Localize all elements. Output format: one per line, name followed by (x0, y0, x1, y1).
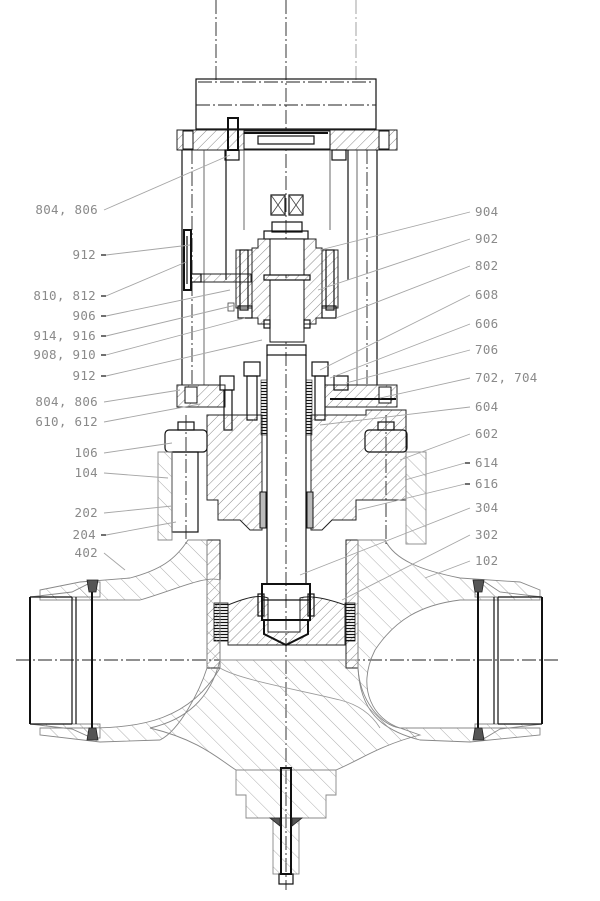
label-604: 604 (475, 399, 498, 414)
label-902: 902 (475, 231, 498, 246)
label-204: 204 (73, 527, 96, 542)
valve-plug (257, 583, 315, 647)
label-606: 606 (475, 316, 498, 331)
drain-nipple (268, 767, 304, 885)
pipe-end-left (29, 579, 101, 741)
label-202: 202 (75, 505, 98, 520)
actuator-mount-block (195, 78, 377, 130)
label-102: 102 (475, 553, 498, 568)
label-104: 104 (75, 465, 98, 480)
gland-bolts (243, 361, 329, 436)
pipe-end-right (472, 579, 543, 741)
label-804-806-lower: 804, 806 (35, 394, 98, 409)
label-702-704: 702, 704 (475, 370, 538, 385)
label-602: 602 (475, 426, 498, 441)
label-106: 106 (75, 445, 98, 460)
label-610-612: 610, 612 (35, 414, 98, 429)
cage (206, 539, 359, 669)
label-904: 904 (475, 204, 498, 219)
yoke-bottom-plate (176, 375, 398, 431)
label-912-upper: 912 (73, 247, 96, 262)
label-304: 304 (475, 500, 498, 515)
label-616: 616 (475, 476, 498, 491)
label-706: 706 (475, 342, 498, 357)
leader-lines-left (101, 154, 263, 571)
yoke-top-plate (176, 117, 398, 161)
label-912-lower: 912 (73, 368, 96, 383)
label-906: 906 (73, 308, 96, 323)
label-402: 402 (75, 545, 98, 560)
labels-right: 904 902 802 608 606 706 702, 704 604 602… (475, 204, 538, 568)
label-810-812: 810, 812 (33, 288, 96, 303)
label-914-916: 914, 916 (33, 328, 96, 343)
valve-stem (266, 344, 307, 585)
label-802: 802 (475, 258, 498, 273)
label-908-910: 908, 910 (33, 347, 96, 362)
coupling-bolts (227, 249, 339, 319)
label-302: 302 (475, 527, 498, 542)
labels-left: 804, 806 912 810, 812 906 914, 916 908, … (33, 202, 98, 560)
stem-coupling (251, 194, 323, 343)
bonnet (206, 409, 407, 531)
leader-lines-right (299, 211, 471, 601)
label-804-806-upper: 804, 806 (35, 202, 98, 217)
label-608: 608 (475, 287, 498, 302)
label-614: 614 (475, 455, 498, 470)
